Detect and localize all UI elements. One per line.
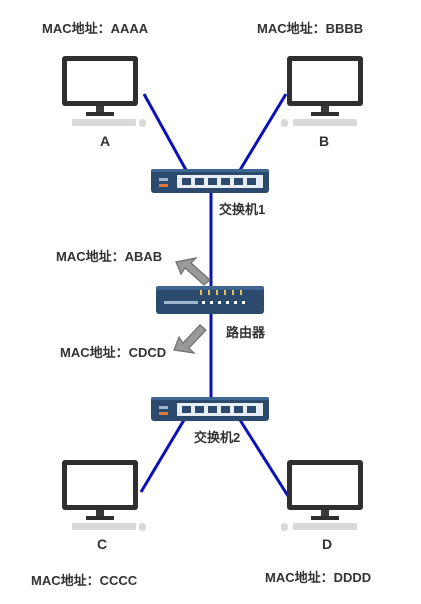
link-a-switch1 xyxy=(142,93,188,171)
mouse xyxy=(281,119,288,127)
switch-top-edge xyxy=(151,397,269,400)
mouse xyxy=(139,119,146,127)
switch-status-led xyxy=(159,412,168,415)
keyboard xyxy=(293,119,357,126)
monitor-screen xyxy=(67,61,133,101)
router xyxy=(156,286,264,314)
router-leds xyxy=(200,290,242,295)
monitor-stand xyxy=(96,510,104,516)
link-b-switch1 xyxy=(238,93,288,171)
computer-a xyxy=(62,56,146,127)
computer-c xyxy=(62,460,146,531)
mouse xyxy=(281,523,288,531)
monitor-base xyxy=(311,516,339,520)
host-name-b: B xyxy=(319,133,329,149)
computer-b xyxy=(281,56,363,127)
router-label: 路由器 xyxy=(226,325,266,340)
monitor-screen xyxy=(292,465,358,505)
switch-2-label: 交换机2 xyxy=(194,430,240,445)
switch-status-led xyxy=(159,184,168,187)
host-name-d: D xyxy=(322,536,332,552)
mac-label-d: MAC地址：DDDD xyxy=(265,570,371,585)
monitor-stand xyxy=(321,510,329,516)
monitor-base xyxy=(86,516,114,520)
switch-ports xyxy=(182,406,256,413)
switch-1 xyxy=(151,169,269,193)
host-name-a: A xyxy=(100,133,110,149)
arrow-up-left-icon xyxy=(175,257,211,286)
router-mac-bottom: MAC地址：CDCD xyxy=(60,345,166,360)
switch-top-edge xyxy=(151,169,269,172)
monitor-stand xyxy=(96,106,104,112)
router-front-slot xyxy=(164,301,198,304)
switch-status-led-2 xyxy=(159,406,168,409)
monitor-base xyxy=(311,112,339,116)
router-body xyxy=(156,286,264,314)
keyboard xyxy=(72,523,136,530)
router-top-edge xyxy=(156,286,264,290)
arrow-down-left-icon xyxy=(173,324,207,354)
monitor-stand xyxy=(321,106,329,112)
keyboard xyxy=(293,523,357,530)
connection-lines xyxy=(139,93,290,497)
mac-label-a: MAC地址：AAAA xyxy=(42,21,149,36)
mac-label-c: MAC地址：CCCC xyxy=(31,573,138,588)
monitor-screen xyxy=(292,61,358,101)
switch-ports xyxy=(182,178,256,185)
keyboard xyxy=(72,119,136,126)
monitor-base xyxy=(86,112,114,116)
monitor-screen xyxy=(67,465,133,505)
switch-1-label: 交换机1 xyxy=(219,202,265,217)
mouse xyxy=(139,523,146,531)
link-switch2-d xyxy=(238,419,290,497)
router-port-dots xyxy=(202,301,245,304)
switch-2 xyxy=(151,397,269,421)
host-name-c: C xyxy=(97,536,107,552)
router-mac-top: MAC地址：ABAB xyxy=(56,249,162,264)
mac-label-b: MAC地址：BBBB xyxy=(257,21,363,36)
computer-d xyxy=(281,460,363,531)
switch-status-led-2 xyxy=(159,178,168,181)
link-switch2-c xyxy=(139,419,186,493)
